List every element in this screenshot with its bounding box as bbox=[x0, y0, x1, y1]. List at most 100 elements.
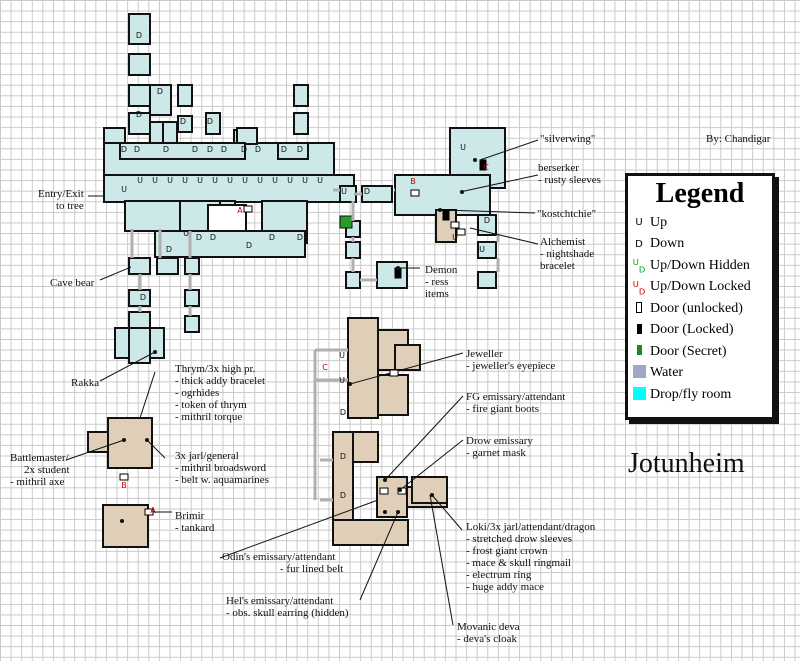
down-marker: D bbox=[166, 245, 172, 254]
down-icon: D bbox=[635, 238, 643, 250]
jeweller-tower bbox=[347, 317, 379, 419]
shaft-room bbox=[128, 84, 151, 107]
leader-line bbox=[469, 227, 539, 245]
emissary-hall bbox=[376, 476, 408, 518]
leader-line bbox=[139, 371, 156, 419]
leader-line bbox=[431, 494, 463, 531]
loki-hall bbox=[411, 476, 448, 504]
door-unlocked-icon bbox=[450, 221, 460, 229]
down-marker: D bbox=[340, 491, 346, 500]
map-title: Jotunheim bbox=[628, 448, 745, 479]
up-marker: U bbox=[182, 176, 188, 185]
secret-door-marker bbox=[339, 215, 353, 229]
leader-line bbox=[459, 174, 539, 193]
label-brimir: Brimir- tankard bbox=[175, 510, 215, 534]
door-unlocked-icon bbox=[410, 189, 420, 197]
label-berserker: berserker- rusty sleeves bbox=[538, 162, 601, 186]
down-marker: D bbox=[207, 145, 213, 154]
up-marker: U bbox=[272, 176, 278, 185]
inner-pillar bbox=[207, 204, 247, 232]
label-rakka: Rakka bbox=[71, 377, 100, 389]
down-marker: D bbox=[484, 216, 490, 225]
up-marker: U bbox=[339, 376, 345, 385]
cell-room bbox=[156, 257, 179, 275]
up-marker: U bbox=[197, 176, 203, 185]
shaft-room bbox=[128, 13, 151, 45]
demon-lair bbox=[376, 261, 408, 289]
monster-dot bbox=[460, 190, 464, 194]
up-down-hidden-icon: UD bbox=[632, 257, 646, 275]
monster-dot bbox=[122, 438, 126, 442]
marker-c: C bbox=[322, 363, 328, 372]
cell-room bbox=[184, 257, 200, 275]
label-jarl: 3x jarl/general- mithril broadsword- bel… bbox=[175, 450, 269, 486]
leader-line bbox=[429, 494, 454, 626]
shaft-room bbox=[293, 84, 309, 107]
label-loki: Loki/3x jarl/attendant/dragon- stretched… bbox=[466, 521, 596, 593]
label-silverwing: "silverwing" bbox=[540, 133, 596, 145]
up-marker: U bbox=[302, 176, 308, 185]
down-marker: D bbox=[196, 233, 202, 242]
marker-a: A bbox=[150, 506, 156, 515]
label-movanic-deva: Movanic deva- deva's cloak bbox=[457, 621, 520, 645]
drop-fly-swatch-icon bbox=[628, 386, 650, 403]
up-marker: U bbox=[121, 185, 127, 194]
label-odin: Odin's emissary/attendant- fur lined bel… bbox=[222, 551, 344, 575]
monster-dot bbox=[383, 510, 387, 514]
main-cave-north bbox=[277, 142, 309, 160]
leader-line bbox=[384, 395, 464, 481]
down-marker: D bbox=[281, 145, 287, 154]
cell-room bbox=[184, 289, 200, 307]
up-marker: U bbox=[227, 176, 233, 185]
leader-line bbox=[349, 352, 464, 385]
down-marker: D bbox=[163, 145, 169, 154]
door-secret-icon bbox=[628, 345, 650, 358]
up-marker: U bbox=[339, 351, 345, 360]
down-marker: D bbox=[210, 233, 216, 242]
label-hel: Hel's emissary/attendant- obs. skull ear… bbox=[226, 595, 349, 619]
map-credit: By: Chandigar bbox=[706, 133, 771, 145]
down-marker: D bbox=[364, 187, 370, 196]
door-locked-icon bbox=[479, 159, 487, 171]
door-unlocked-icon bbox=[243, 205, 253, 213]
down-marker: D bbox=[340, 452, 346, 461]
monster-dot bbox=[398, 488, 402, 492]
main-cave-north bbox=[236, 127, 258, 145]
leader-line bbox=[441, 209, 536, 214]
jeweller-tower bbox=[377, 374, 409, 416]
label-fg-emissary: FG emissary/attendant- fire giant boots bbox=[466, 391, 566, 415]
main-cave-south bbox=[154, 230, 306, 258]
east-cell bbox=[477, 214, 497, 236]
label-jeweller: Jeweller- jeweller's eyepiece bbox=[466, 348, 556, 372]
monster-dot bbox=[348, 382, 352, 386]
door-unlocked-icon bbox=[397, 487, 407, 495]
down-marker: D bbox=[255, 145, 261, 154]
cell-room bbox=[128, 311, 151, 329]
up-icon: U bbox=[635, 217, 643, 229]
down-marker: D bbox=[269, 233, 275, 242]
door-unlocked-icon bbox=[389, 369, 399, 377]
leader-line bbox=[359, 511, 399, 601]
monster-dot bbox=[438, 208, 442, 212]
leader-line bbox=[99, 351, 156, 382]
label-kostchtchie: "kostchtchie" bbox=[537, 208, 597, 220]
marker-b: B bbox=[121, 481, 127, 490]
down-marker: D bbox=[192, 145, 198, 154]
leader-line bbox=[479, 139, 539, 161]
up-marker: U bbox=[287, 176, 293, 185]
door-unlocked-icon bbox=[144, 508, 154, 516]
up-marker: U bbox=[460, 143, 466, 152]
up-marker: U bbox=[167, 176, 173, 185]
up-marker: U bbox=[317, 176, 323, 185]
label-drow-emissary: Drow emissary- garnet mask bbox=[466, 435, 533, 459]
down-marker: D bbox=[221, 145, 227, 154]
door-unlocked-icon bbox=[456, 228, 466, 236]
junction-room bbox=[345, 271, 361, 289]
down-marker: D bbox=[136, 31, 142, 40]
shaft-room bbox=[128, 53, 151, 76]
down-marker: D bbox=[297, 145, 303, 154]
